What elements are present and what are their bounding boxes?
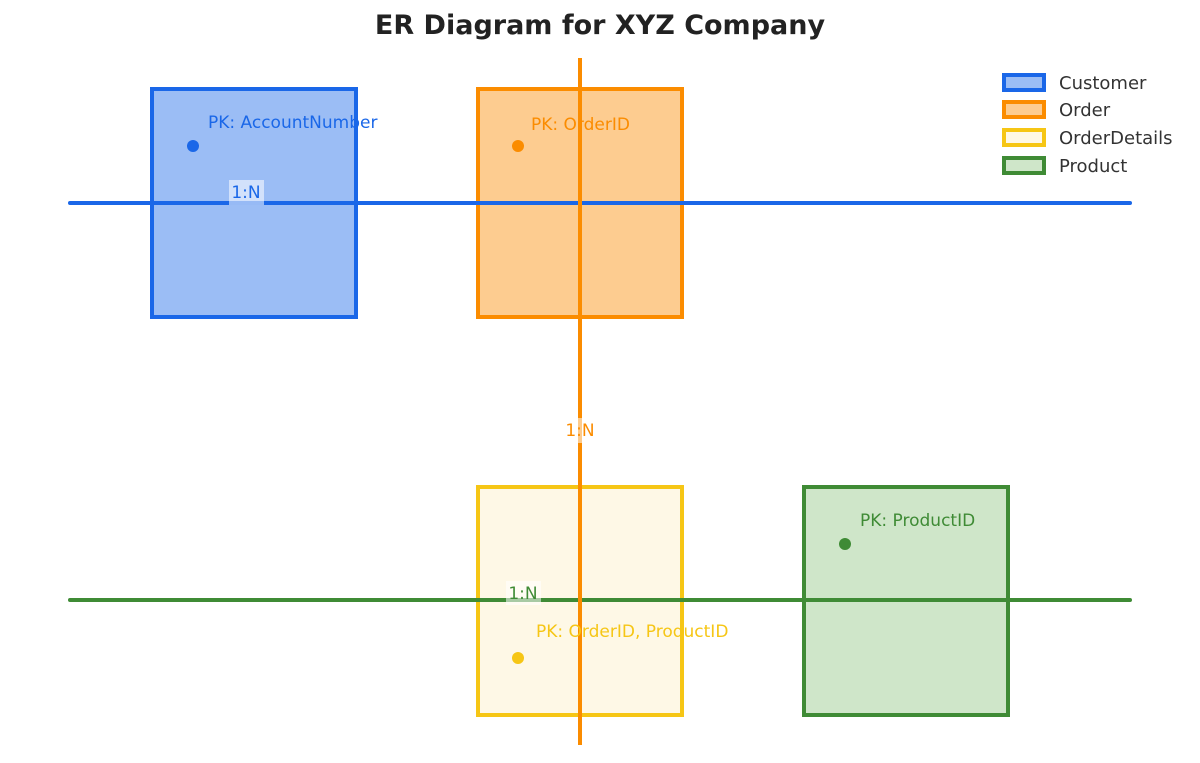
pk-label-order: PK: OrderID — [531, 115, 630, 135]
pk-marker-orderdetails — [512, 652, 524, 664]
relationship-label-bg — [229, 180, 264, 205]
legend-label-product: Product — [1059, 156, 1127, 177]
legend-swatch-order — [1002, 100, 1046, 119]
relationship-label-orderdetails-product: 1:N — [508, 584, 537, 604]
relationship-label-customer-order: 1:N — [231, 183, 260, 203]
pk-label-product: PK: ProductID — [860, 511, 975, 531]
legend-label-order: Order — [1059, 100, 1111, 121]
legend-swatch-product — [1002, 156, 1046, 175]
pk-label-customer: PK: AccountNumber — [208, 113, 377, 133]
legend-label-orderdetails: OrderDetails — [1059, 128, 1173, 149]
pk-marker-product — [839, 538, 851, 550]
pk-label-orderdetails: PK: OrderID, ProductID — [536, 622, 728, 642]
legend-swatch-customer — [1002, 73, 1046, 92]
legend-swatch-orderdetails — [1002, 128, 1046, 147]
legend-label-customer: Customer — [1059, 73, 1147, 94]
relationship-label-bg — [563, 418, 597, 443]
pk-marker-customer — [187, 140, 199, 152]
page-title: ER Diagram for XYZ Company — [374, 10, 826, 41]
relationship-label-order-orderdetails: 1:N — [565, 421, 594, 441]
legend: Customer Order OrderDetails Product — [1002, 73, 1173, 177]
pk-marker-order — [512, 140, 524, 152]
relationship-label-bg — [506, 581, 541, 605]
